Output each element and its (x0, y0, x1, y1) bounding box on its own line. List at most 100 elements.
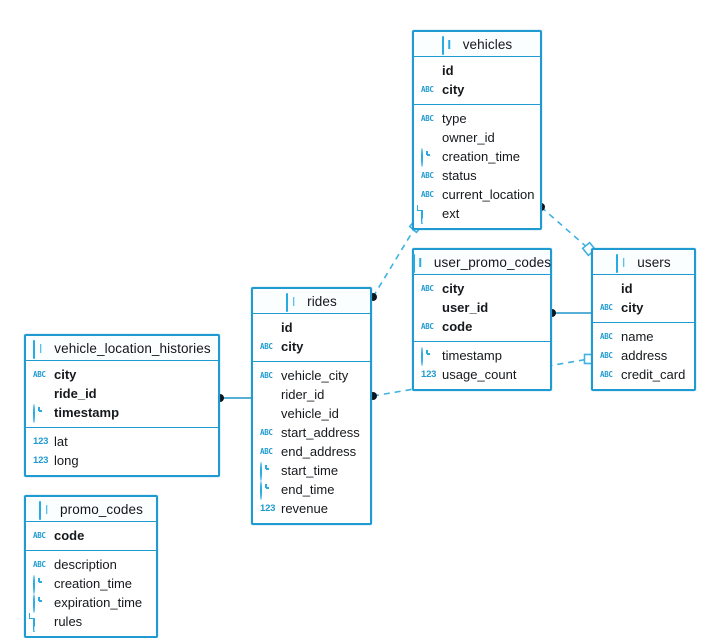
table-title: rides (307, 293, 337, 309)
field-row[interactable]: vehicle_id (253, 404, 370, 423)
field-row[interactable]: creation_time (414, 147, 540, 167)
table-title: user_promo_codes (433, 254, 552, 270)
field-row[interactable]: end_time (253, 480, 370, 500)
field-row[interactable]: ride_id (26, 384, 218, 403)
field-name: ext (442, 206, 460, 221)
string-type-icon: ABC (421, 284, 434, 293)
field-row[interactable]: rider_id (253, 385, 370, 404)
clock-type-icon (33, 404, 48, 423)
clock-type-icon (33, 575, 48, 594)
field-row[interactable]: ABC end_address (253, 442, 370, 461)
field-row[interactable]: user_id (414, 298, 550, 317)
field-name: address (621, 348, 668, 363)
string-type-icon: ABC (33, 560, 46, 569)
table-header-users[interactable]: users (593, 250, 694, 275)
field-name: city (54, 367, 77, 382)
field-row[interactable]: ABC description (26, 555, 156, 574)
string-type-icon: ABC (260, 342, 273, 351)
field-row[interactable]: owner_id (414, 128, 540, 147)
field-row[interactable]: ABC status (414, 166, 540, 185)
string-type-icon: ABC (421, 190, 434, 199)
table-title: users (637, 254, 671, 270)
table-header-rides[interactable]: rides (253, 289, 370, 314)
field-row[interactable]: id (593, 279, 694, 298)
field-name: rider_id (281, 387, 325, 402)
relationship-line-rel-vehicles-users[interactable] (540, 206, 590, 250)
field-name: end_address (281, 444, 357, 459)
field-name: description (54, 557, 117, 572)
field-row[interactable]: timestamp (414, 346, 550, 366)
field-name: start_address (281, 425, 360, 440)
field-row[interactable]: id (414, 61, 540, 80)
field-row[interactable]: id (253, 318, 370, 337)
string-type-icon: ABC (260, 447, 273, 456)
string-type-icon: ABC (600, 303, 613, 312)
field-name: ride_id (54, 386, 97, 401)
primary-key-icon (33, 386, 48, 401)
string-type-icon: ABC (421, 171, 434, 180)
table-icon (286, 292, 301, 312)
relationship-line-rel-rides-vehicles[interactable] (372, 225, 417, 298)
field-row[interactable]: rules (26, 612, 156, 632)
field-name: type (442, 111, 467, 126)
field-row[interactable]: start_time (253, 461, 370, 481)
field-row[interactable]: expiration_time (26, 593, 156, 613)
table-header-vehicles[interactable]: vehicles (414, 32, 540, 57)
field-row[interactable]: ABC vehicle_city (253, 366, 370, 385)
clock-type-icon (33, 594, 48, 613)
string-type-icon: ABC (600, 370, 613, 379)
field-name: end_time (281, 482, 335, 497)
field-name: usage_count (442, 367, 517, 382)
field-name: id (281, 320, 293, 335)
field-row[interactable]: 123 usage_count (414, 365, 550, 384)
field-name: creation_time (54, 576, 133, 591)
field-name: vehicle_city (281, 368, 349, 383)
field-name: status (442, 168, 477, 183)
string-type-icon: ABC (260, 371, 273, 380)
table-header-vehicle_location_histories[interactable]: vehicle_location_histories (26, 336, 218, 361)
clock-type-icon (260, 462, 275, 481)
primary-key-icon (421, 130, 436, 145)
table-icon (412, 253, 428, 273)
field-name: vehicle_id (281, 406, 339, 421)
table-header-promo_codes[interactable]: promo_codes (26, 497, 156, 522)
number-type-icon: 123 (33, 455, 49, 466)
field-row[interactable]: creation_time (26, 574, 156, 594)
field-name: revenue (281, 501, 328, 516)
primary-key-icon (260, 320, 275, 335)
field-row[interactable]: ext (414, 204, 540, 224)
table-icon (441, 35, 457, 55)
number-type-icon: 123 (421, 369, 437, 380)
table-header-user_promo_codes[interactable]: user_promo_codes (412, 250, 552, 275)
field-row[interactable]: timestamp (26, 403, 218, 423)
